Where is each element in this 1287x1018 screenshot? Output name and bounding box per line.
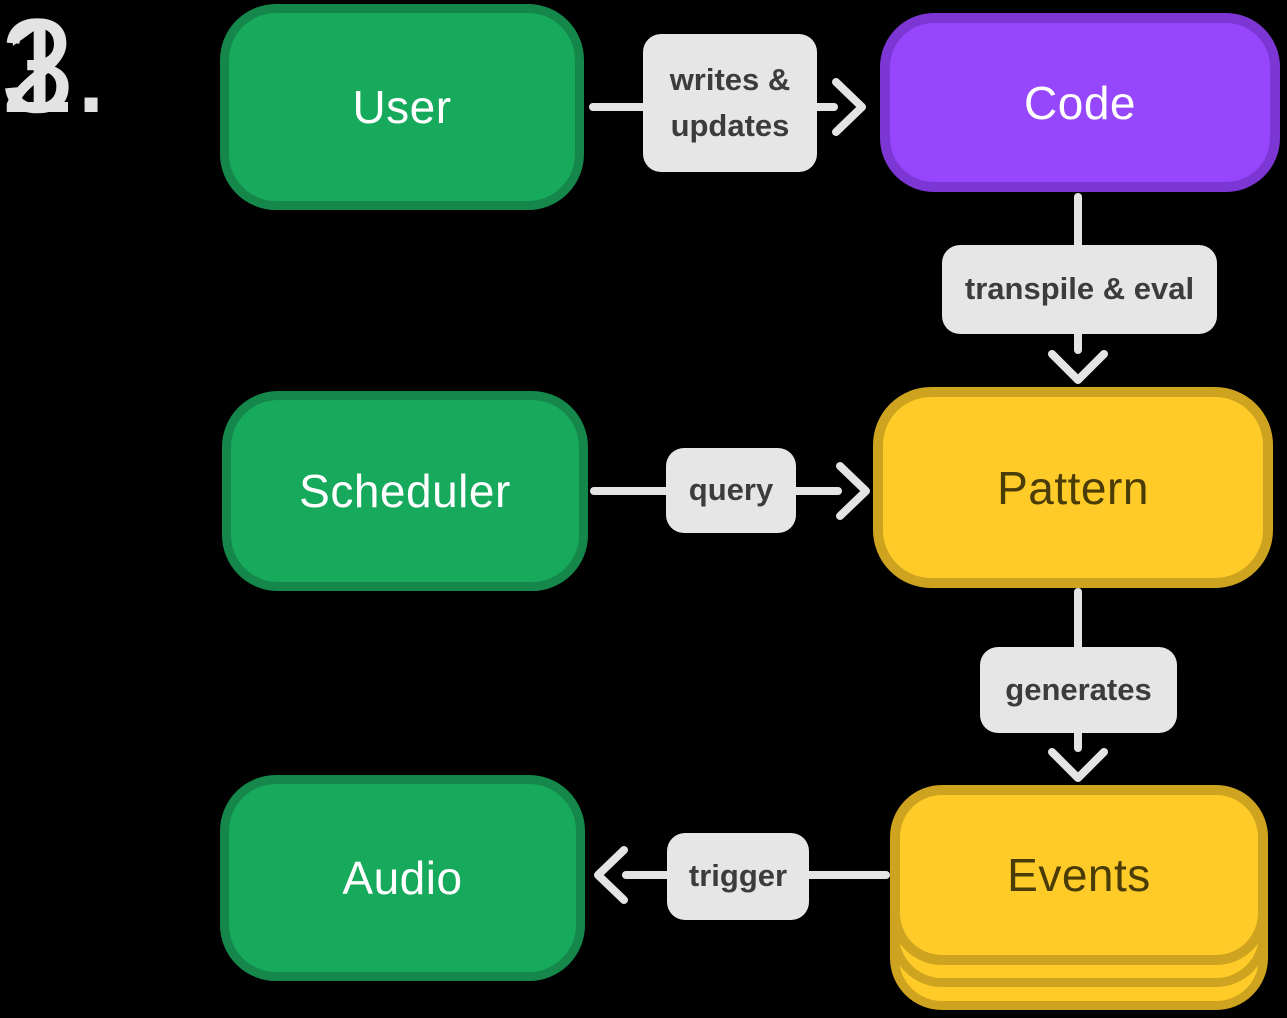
edge-label-writes-line2: updates xyxy=(670,108,790,143)
node-audio-label: Audio xyxy=(342,852,463,904)
node-events: Events xyxy=(890,785,1268,965)
node-scheduler-label: Scheduler xyxy=(299,465,511,517)
step-number-2: 2. xyxy=(0,0,110,141)
node-pattern-label: Pattern xyxy=(997,461,1149,514)
node-pattern: Pattern xyxy=(873,387,1273,588)
edge-label-transpile-eval: transpile & eval xyxy=(942,245,1217,334)
node-audio: Audio xyxy=(220,775,585,981)
step-number-3: 3. xyxy=(0,0,110,141)
edge-label-trigger: trigger xyxy=(667,833,809,920)
node-code-label: Code xyxy=(1024,76,1136,129)
node-user-label: User xyxy=(352,81,452,133)
edge-label-trigger-text: trigger xyxy=(688,858,788,894)
edge-label-transpile-text: transpile & eval xyxy=(964,271,1195,307)
node-user: User xyxy=(220,4,584,210)
edge-label-writes-line1: writes & xyxy=(669,61,791,97)
node-code: Code xyxy=(880,13,1280,192)
step-number-1: 1. xyxy=(0,0,110,141)
edge-label-generates-text: generates xyxy=(1005,671,1152,707)
node-scheduler: Scheduler xyxy=(222,391,588,591)
edge-label-generates: generates xyxy=(980,647,1177,733)
node-events-label: Events xyxy=(1007,849,1151,901)
edge-label-writes-updates: writes & updates xyxy=(643,34,817,172)
edge-label-query: query xyxy=(666,448,796,533)
edge-label-query-text: query xyxy=(688,472,774,508)
